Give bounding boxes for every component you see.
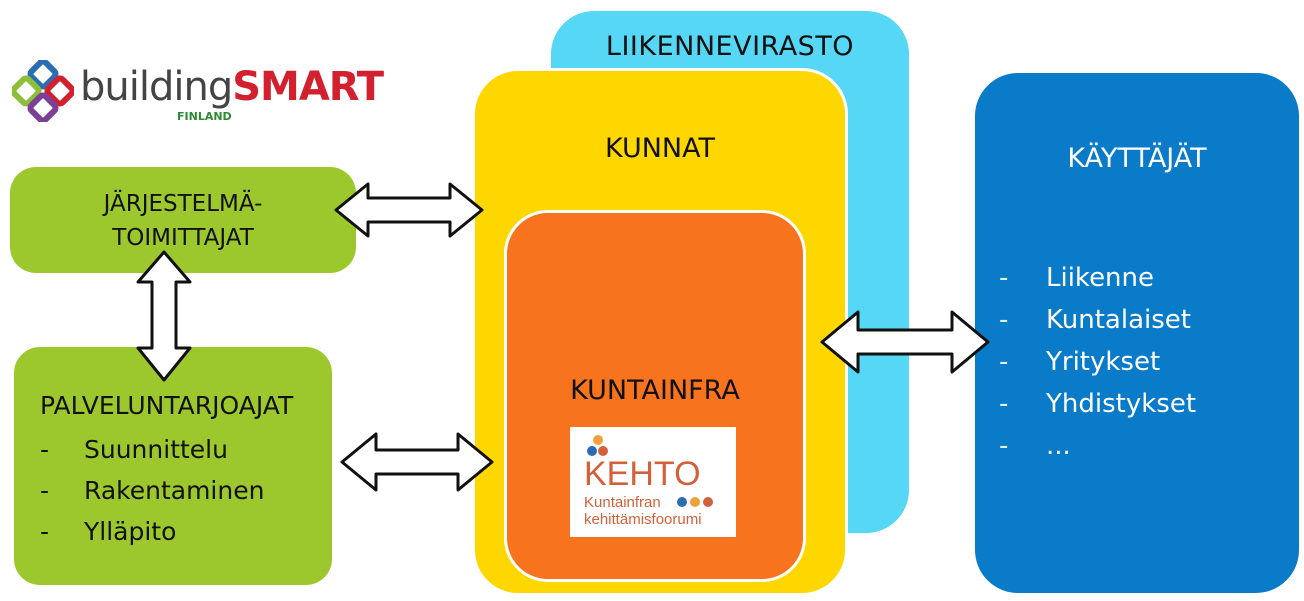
kayttajat-item-label: ... (1046, 431, 1071, 461)
buildingsmart-logo: buildingSMART FINLAND (12, 58, 384, 130)
kehto-dot-icon (593, 435, 603, 445)
palveluntarjoajat-item-label: Suunnittelu (84, 435, 228, 464)
kayttajat-item-label: Yritykset (1046, 347, 1161, 377)
kayttajat-item: - Kuntalaiset (999, 299, 1196, 341)
buildingsmart-wordmark: buildingSMART (80, 64, 384, 110)
kehto-logo: KEHTO Kuntainfran kehittämisfoorumi (570, 427, 736, 537)
kayttajat-title: KÄYTTÄJÄT (1067, 143, 1207, 174)
logo-subtitle: FINLAND (177, 110, 232, 123)
palveluntarjoajat-item: - Suunnittelu (40, 429, 264, 470)
double-arrow-icon (340, 432, 494, 492)
palveluntarjoajat-item-label: Ylläpito (84, 517, 177, 546)
kayttajat-item-label: Yhdistykset (1046, 389, 1197, 419)
kayttajat-list: - Liikenne - Kuntalaiset - Yritykset - Yhdistyk… (999, 257, 1196, 467)
bullet-dash: - (40, 435, 50, 464)
bullet-dash: - (999, 347, 1009, 377)
kehto-dot-icon (703, 497, 713, 507)
kehto-dot-icon (587, 446, 597, 456)
palveluntarjoajat-list: - Suunnittelu - Rakentaminen - Ylläpito (40, 429, 264, 552)
kehto-dot-icon (598, 446, 608, 456)
logo-word-bold: SMART (232, 64, 384, 110)
kayttajat-item-label: Liikenne (1046, 263, 1155, 293)
jarjestelmatoimittajat-title: JÄRJESTELMÄ- TOIMITTAJAT (10, 187, 356, 255)
jarjestelmatoimittajat-line1: JÄRJESTELMÄ- (103, 191, 263, 217)
kehto-logo-graphic: KEHTO Kuntainfran kehittämisfoorumi (584, 435, 713, 528)
palveluntarjoajat-title: PALVELUNTARJOAJAT (40, 391, 294, 420)
jarjestelmatoimittajat-line2: TOIMITTAJAT (112, 225, 254, 251)
kehto-line1: Kuntainfran (584, 494, 661, 511)
kuntainfra-title: KUNTAINFRA (570, 375, 740, 406)
palveluntarjoajat-item-label: Rakentaminen (84, 476, 265, 505)
palveluntarjoajat-box: PALVELUNTARJOAJAT - Suunnittelu - Rakentami… (14, 347, 332, 585)
bullet-dash: - (40, 476, 50, 505)
kayttajat-box: KÄYTTÄJÄT - Liikenne - Kuntalaiset - Yritykse… (972, 70, 1302, 596)
kehto-line2: kehittämisfoorumi (584, 511, 702, 528)
buildingsmart-mark-icon (12, 60, 74, 122)
logo-word-light: building (80, 64, 233, 110)
kunnat-title: KUNNAT (604, 133, 715, 164)
liikennevirasto-title: LIIKENNEVIRASTO (605, 31, 855, 62)
kehto-dot-icon (677, 497, 687, 507)
bullet-dash: - (999, 305, 1009, 335)
kayttajat-item: - Yritykset (999, 341, 1196, 383)
jarjestelmatoimittajat-box: JÄRJESTELMÄ- TOIMITTAJAT (10, 167, 356, 273)
kehto-title: KEHTO (584, 455, 701, 493)
kehto-dot-icon (690, 497, 700, 507)
double-arrow-icon (334, 182, 484, 238)
palveluntarjoajat-item: - Rakentaminen (40, 470, 264, 511)
kayttajat-item: - Liikenne (999, 257, 1196, 299)
palveluntarjoajat-item: - Ylläpito (40, 511, 264, 552)
kayttajat-item-label: Kuntalaiset (1046, 305, 1191, 335)
kayttajat-item: - Yhdistykset (999, 383, 1196, 425)
bullet-dash: - (999, 263, 1009, 293)
bullet-dash: - (999, 431, 1009, 461)
bullet-dash: - (40, 517, 50, 546)
kayttajat-item: -... (999, 425, 1196, 467)
bullet-dash: - (999, 389, 1009, 419)
